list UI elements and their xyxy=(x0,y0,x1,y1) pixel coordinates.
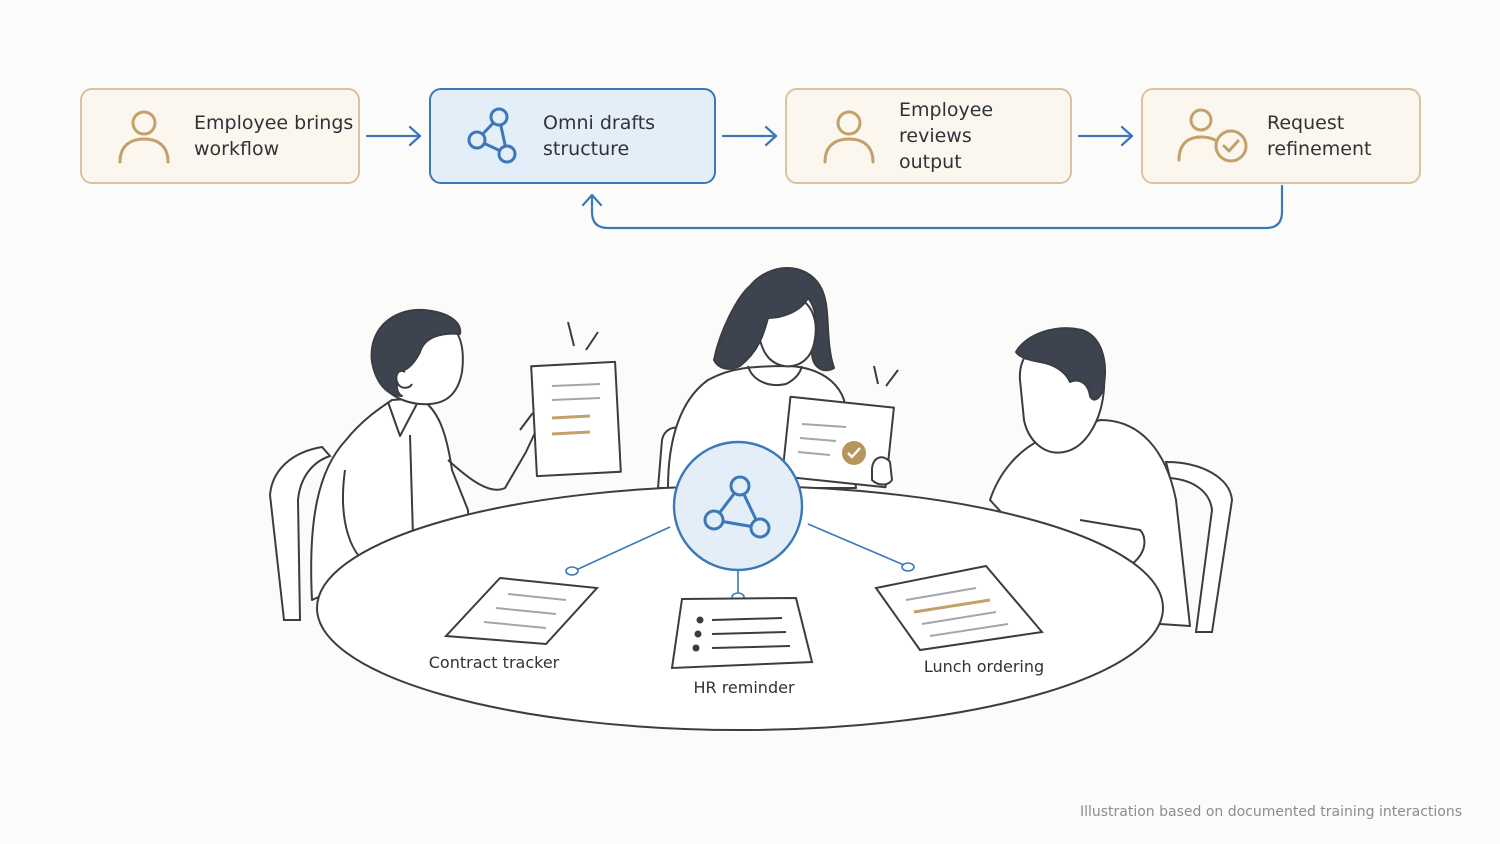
person-left xyxy=(310,308,622,601)
doc-label-lunch-ordering: Lunch ordering xyxy=(924,657,1044,676)
chair-left xyxy=(268,445,332,621)
network-icon xyxy=(703,475,771,539)
step-label-line1: Employee brings xyxy=(194,112,354,134)
step-label-line1: Omni drafts xyxy=(543,112,656,134)
step-label-line2: refinement xyxy=(1267,138,1372,160)
step-label-line2: output xyxy=(899,151,962,173)
step-label: Omni drafts structure xyxy=(543,110,655,162)
step-employee-reviews-output: Employee reviews output xyxy=(785,88,1072,184)
person-icon xyxy=(118,110,170,164)
connector-node xyxy=(565,566,579,576)
person-check-icon xyxy=(1177,108,1248,163)
arrow-right-icon xyxy=(1077,125,1134,147)
step-request-refinement: Request refinement xyxy=(1141,88,1421,184)
feedback-loop-arrow xyxy=(581,184,1284,230)
doc-label-hr-reminder: HR reminder xyxy=(693,678,794,697)
person-icon xyxy=(823,110,875,164)
step-label: Employee reviews output xyxy=(899,97,1070,175)
person-center xyxy=(667,267,899,489)
arrow-right-icon xyxy=(721,125,778,147)
step-label-line2: workflow xyxy=(194,138,280,160)
omni-hub xyxy=(672,440,804,572)
arrow-right-icon xyxy=(365,125,422,147)
step-employee-brings-workflow: Employee brings workflow xyxy=(80,88,360,184)
step-omni-drafts-structure: Omni drafts structure xyxy=(429,88,716,184)
step-label-line1: Request xyxy=(1267,112,1345,134)
illustration-caption: Illustration based on documented trainin… xyxy=(1079,804,1462,820)
chair-right xyxy=(1164,460,1234,633)
step-label-line2: structure xyxy=(543,138,630,160)
doc-contract-tracker xyxy=(443,576,600,646)
network-icon xyxy=(467,107,517,164)
connector-line xyxy=(807,523,905,566)
doc-label-contract-tracker: Contract tracker xyxy=(429,653,560,672)
connector-node xyxy=(901,562,915,572)
step-label: Request refinement xyxy=(1267,110,1371,162)
step-label-line1: Employee reviews xyxy=(899,99,994,147)
doc-lunch-ordering xyxy=(874,564,1044,652)
doc-hr-reminder xyxy=(670,596,814,670)
step-label: Employee brings workflow xyxy=(194,110,353,162)
connector-line xyxy=(575,526,671,571)
